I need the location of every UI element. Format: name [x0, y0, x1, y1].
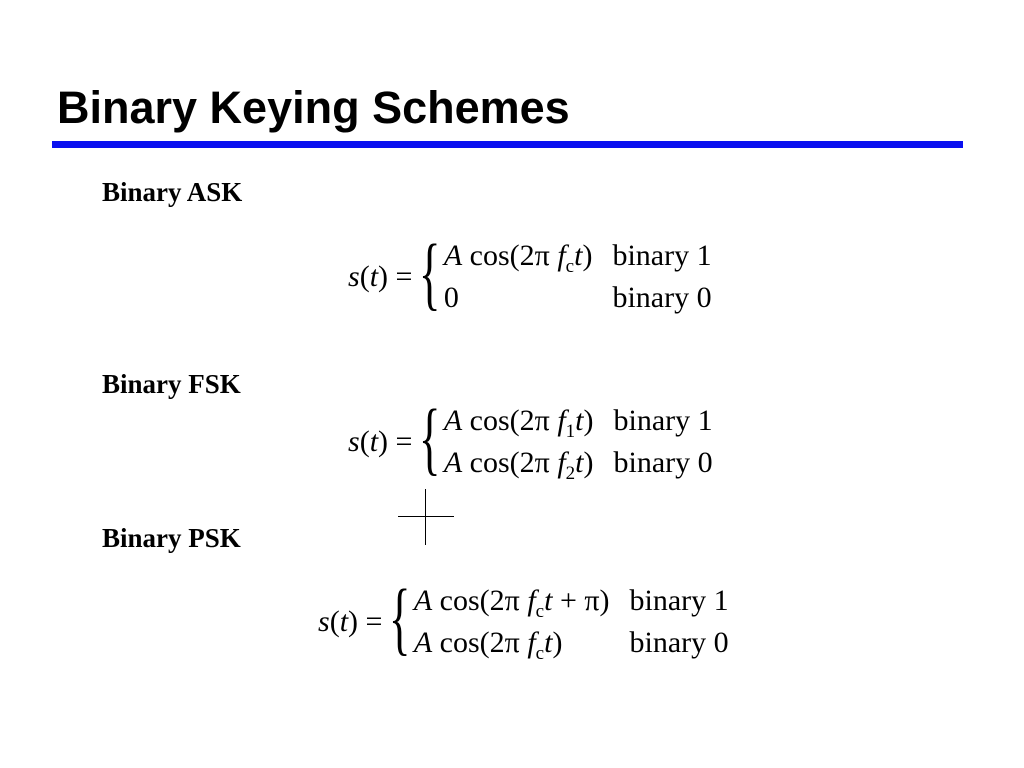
equation-cases: A cos(2π fct) binary 1 0 binary 0: [444, 237, 712, 317]
case-label: binary 1: [612, 239, 712, 272]
equation-cases: A cos(2π f1t) binary 1 A cos(2π f2t) bin…: [443, 402, 713, 484]
heading-binary-ask: Binary ASK: [102, 177, 243, 207]
equation-cases: A cos(2π fct + π) binary 1 A cos(2π fct)…: [413, 582, 729, 664]
case-label: binary 0: [612, 281, 712, 314]
case-expression: A cos(2π fct): [413, 626, 563, 664]
case-expression: A cos(2π f2t): [443, 446, 594, 484]
equation-lhs: s(t) =: [348, 425, 413, 458]
case-expression: 0: [443, 281, 459, 314]
left-brace: {: [419, 227, 441, 318]
heading-binary-psk: Binary PSK: [102, 523, 241, 553]
slide-title: Binary Keying Schemes: [57, 82, 570, 133]
case-expression: A cos(2π f1t): [443, 404, 594, 442]
equation-lhs: s(t) =: [348, 260, 413, 293]
title-underline-rule: [52, 141, 963, 148]
crosshair-cursor-icon: [398, 489, 454, 545]
case-label: binary 0: [629, 626, 729, 659]
equation-psk: s(t) = { A cos(2π fct + π) binary 1 A co…: [318, 577, 729, 664]
equation-fsk: s(t) = { A cos(2π f1t) binary 1 A cos(2π…: [348, 397, 713, 484]
case-label: binary 1: [613, 404, 713, 437]
heading-binary-fsk: Binary FSK: [102, 369, 241, 399]
equation-ask: s(t) = { A cos(2π fct) binary 1 0 binary…: [348, 232, 712, 318]
equation-lhs: s(t) =: [318, 605, 383, 638]
left-brace: {: [389, 572, 411, 663]
left-brace: {: [419, 392, 441, 483]
case-label: binary 0: [613, 446, 713, 479]
case-expression: A cos(2π fct + π): [413, 584, 610, 622]
case-label: binary 1: [629, 584, 729, 617]
case-expression: A cos(2π fct): [443, 239, 593, 277]
